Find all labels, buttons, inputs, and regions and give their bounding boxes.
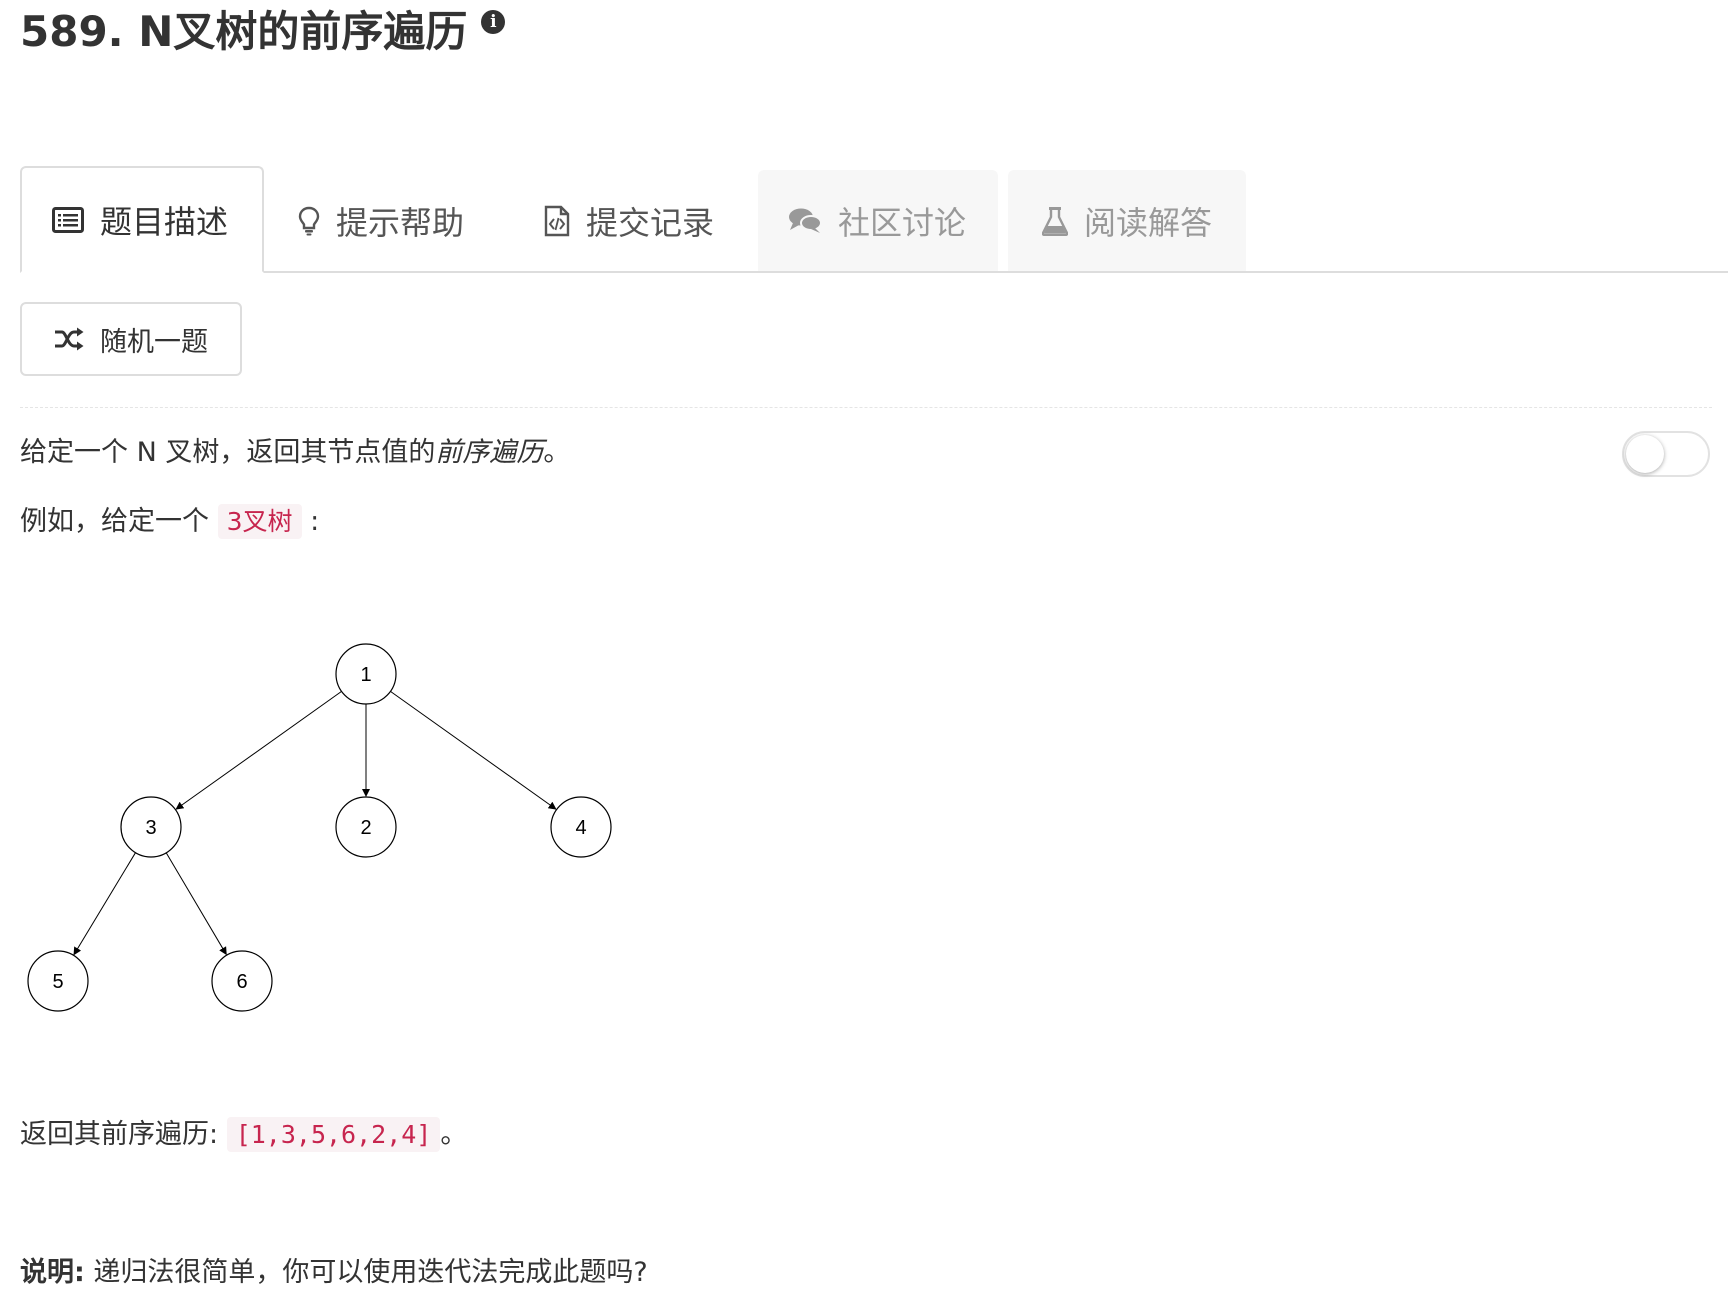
tab-description[interactable]: 题目描述 <box>20 166 264 273</box>
info-icon[interactable]: i <box>481 10 506 34</box>
tree-node-1: 1 <box>335 643 397 705</box>
divider <box>20 407 1712 408</box>
tab-solution[interactable]: 阅读解答 <box>1008 170 1246 271</box>
description-text: 例如，给定一个 <box>20 506 218 537</box>
description-text: 。 <box>440 1119 468 1150</box>
random-question-button[interactable]: 随机一题 <box>20 302 242 376</box>
tree-node-label: 2 <box>360 817 371 839</box>
tab-label: 阅读解答 <box>1084 203 1213 242</box>
tree-edge-1-4 <box>390 690 557 810</box>
tree-node-label: 1 <box>360 664 371 686</box>
tree-node-circle <box>335 796 397 858</box>
tab-submissions[interactable]: 提交记录 <box>544 170 754 271</box>
code-file-icon <box>544 205 570 237</box>
shuffle-icon <box>54 327 84 351</box>
tab-label: 题目描述 <box>100 202 229 241</box>
description-line-1: 给定一个 N 叉树，返回其节点值的前序遍历。 <box>20 433 570 473</box>
random-question-label: 随机一题 <box>100 326 208 358</box>
tree-nodes: 1 3 2 4 5 6 <box>27 643 612 1012</box>
tab-hints[interactable]: 提示帮助 <box>298 170 498 271</box>
description-text: 给定一个 N 叉树，返回其节点值的 <box>20 437 436 468</box>
tree-node-5: 5 <box>27 950 89 1012</box>
title-row: 589. N叉树的前序遍历 i <box>20 2 506 62</box>
toggle-knob <box>1626 435 1664 473</box>
tree-node-circle <box>335 643 397 705</box>
description-text: : <box>301 506 320 537</box>
page-title: 589. N叉树的前序遍历 <box>20 7 468 56</box>
tree-node-circle <box>550 796 612 858</box>
tab-discuss[interactable]: 社区讨论 <box>758 170 998 271</box>
tree-node-6: 6 <box>211 950 273 1012</box>
inline-code: [1,3,5,6,2,4] <box>226 1117 441 1152</box>
tree-edge-1-3 <box>175 690 342 810</box>
tree-node-label: 4 <box>575 817 586 839</box>
tree-edge-3-6 <box>165 852 227 956</box>
flask-icon <box>1042 206 1068 236</box>
tree-node-label: 5 <box>52 971 63 993</box>
note-line: 说明: 递归法很简单，你可以使用迭代法完成此题吗? <box>20 1253 648 1293</box>
tree-node-circle <box>120 796 182 858</box>
tab-label: 提示帮助 <box>336 203 465 242</box>
tab-bar: 题目描述 提示帮助 提交记录 <box>20 166 1728 273</box>
description-line-3: 返回其前序遍历: [1,3,5,6,2,4]。 <box>20 1115 467 1155</box>
tree-node-4: 4 <box>550 796 612 858</box>
tab-label: 提交记录 <box>586 203 715 242</box>
description-text: 。 <box>543 437 571 468</box>
tree-edge-3-5 <box>73 852 136 956</box>
inline-code: 3叉树 <box>217 504 302 539</box>
tree-node-circle <box>211 950 273 1012</box>
tree-edges <box>73 690 557 956</box>
lightbulb-icon <box>298 206 320 236</box>
description-text: 返回其前序遍历: <box>20 1119 227 1150</box>
tree-node-2: 2 <box>335 796 397 858</box>
tree-node-3: 3 <box>120 796 182 858</box>
toggle-switch[interactable] <box>1622 431 1710 477</box>
tab-label: 社区讨论 <box>838 203 967 242</box>
note-text: 递归法很简单，你可以使用迭代法完成此题吗? <box>84 1257 648 1288</box>
comments-icon <box>788 207 822 235</box>
description-line-2: 例如，给定一个 3叉树 : <box>20 502 319 542</box>
description-emphasis: 前序遍历 <box>435 437 544 468</box>
note-label: 说明: <box>20 1257 85 1288</box>
tree-node-label: 3 <box>145 817 156 839</box>
tree-diagram: 1 3 2 4 5 6 <box>27 643 612 1012</box>
tree-node-label: 6 <box>236 971 247 993</box>
list-icon <box>52 206 84 233</box>
tree-node-circle <box>27 950 89 1012</box>
